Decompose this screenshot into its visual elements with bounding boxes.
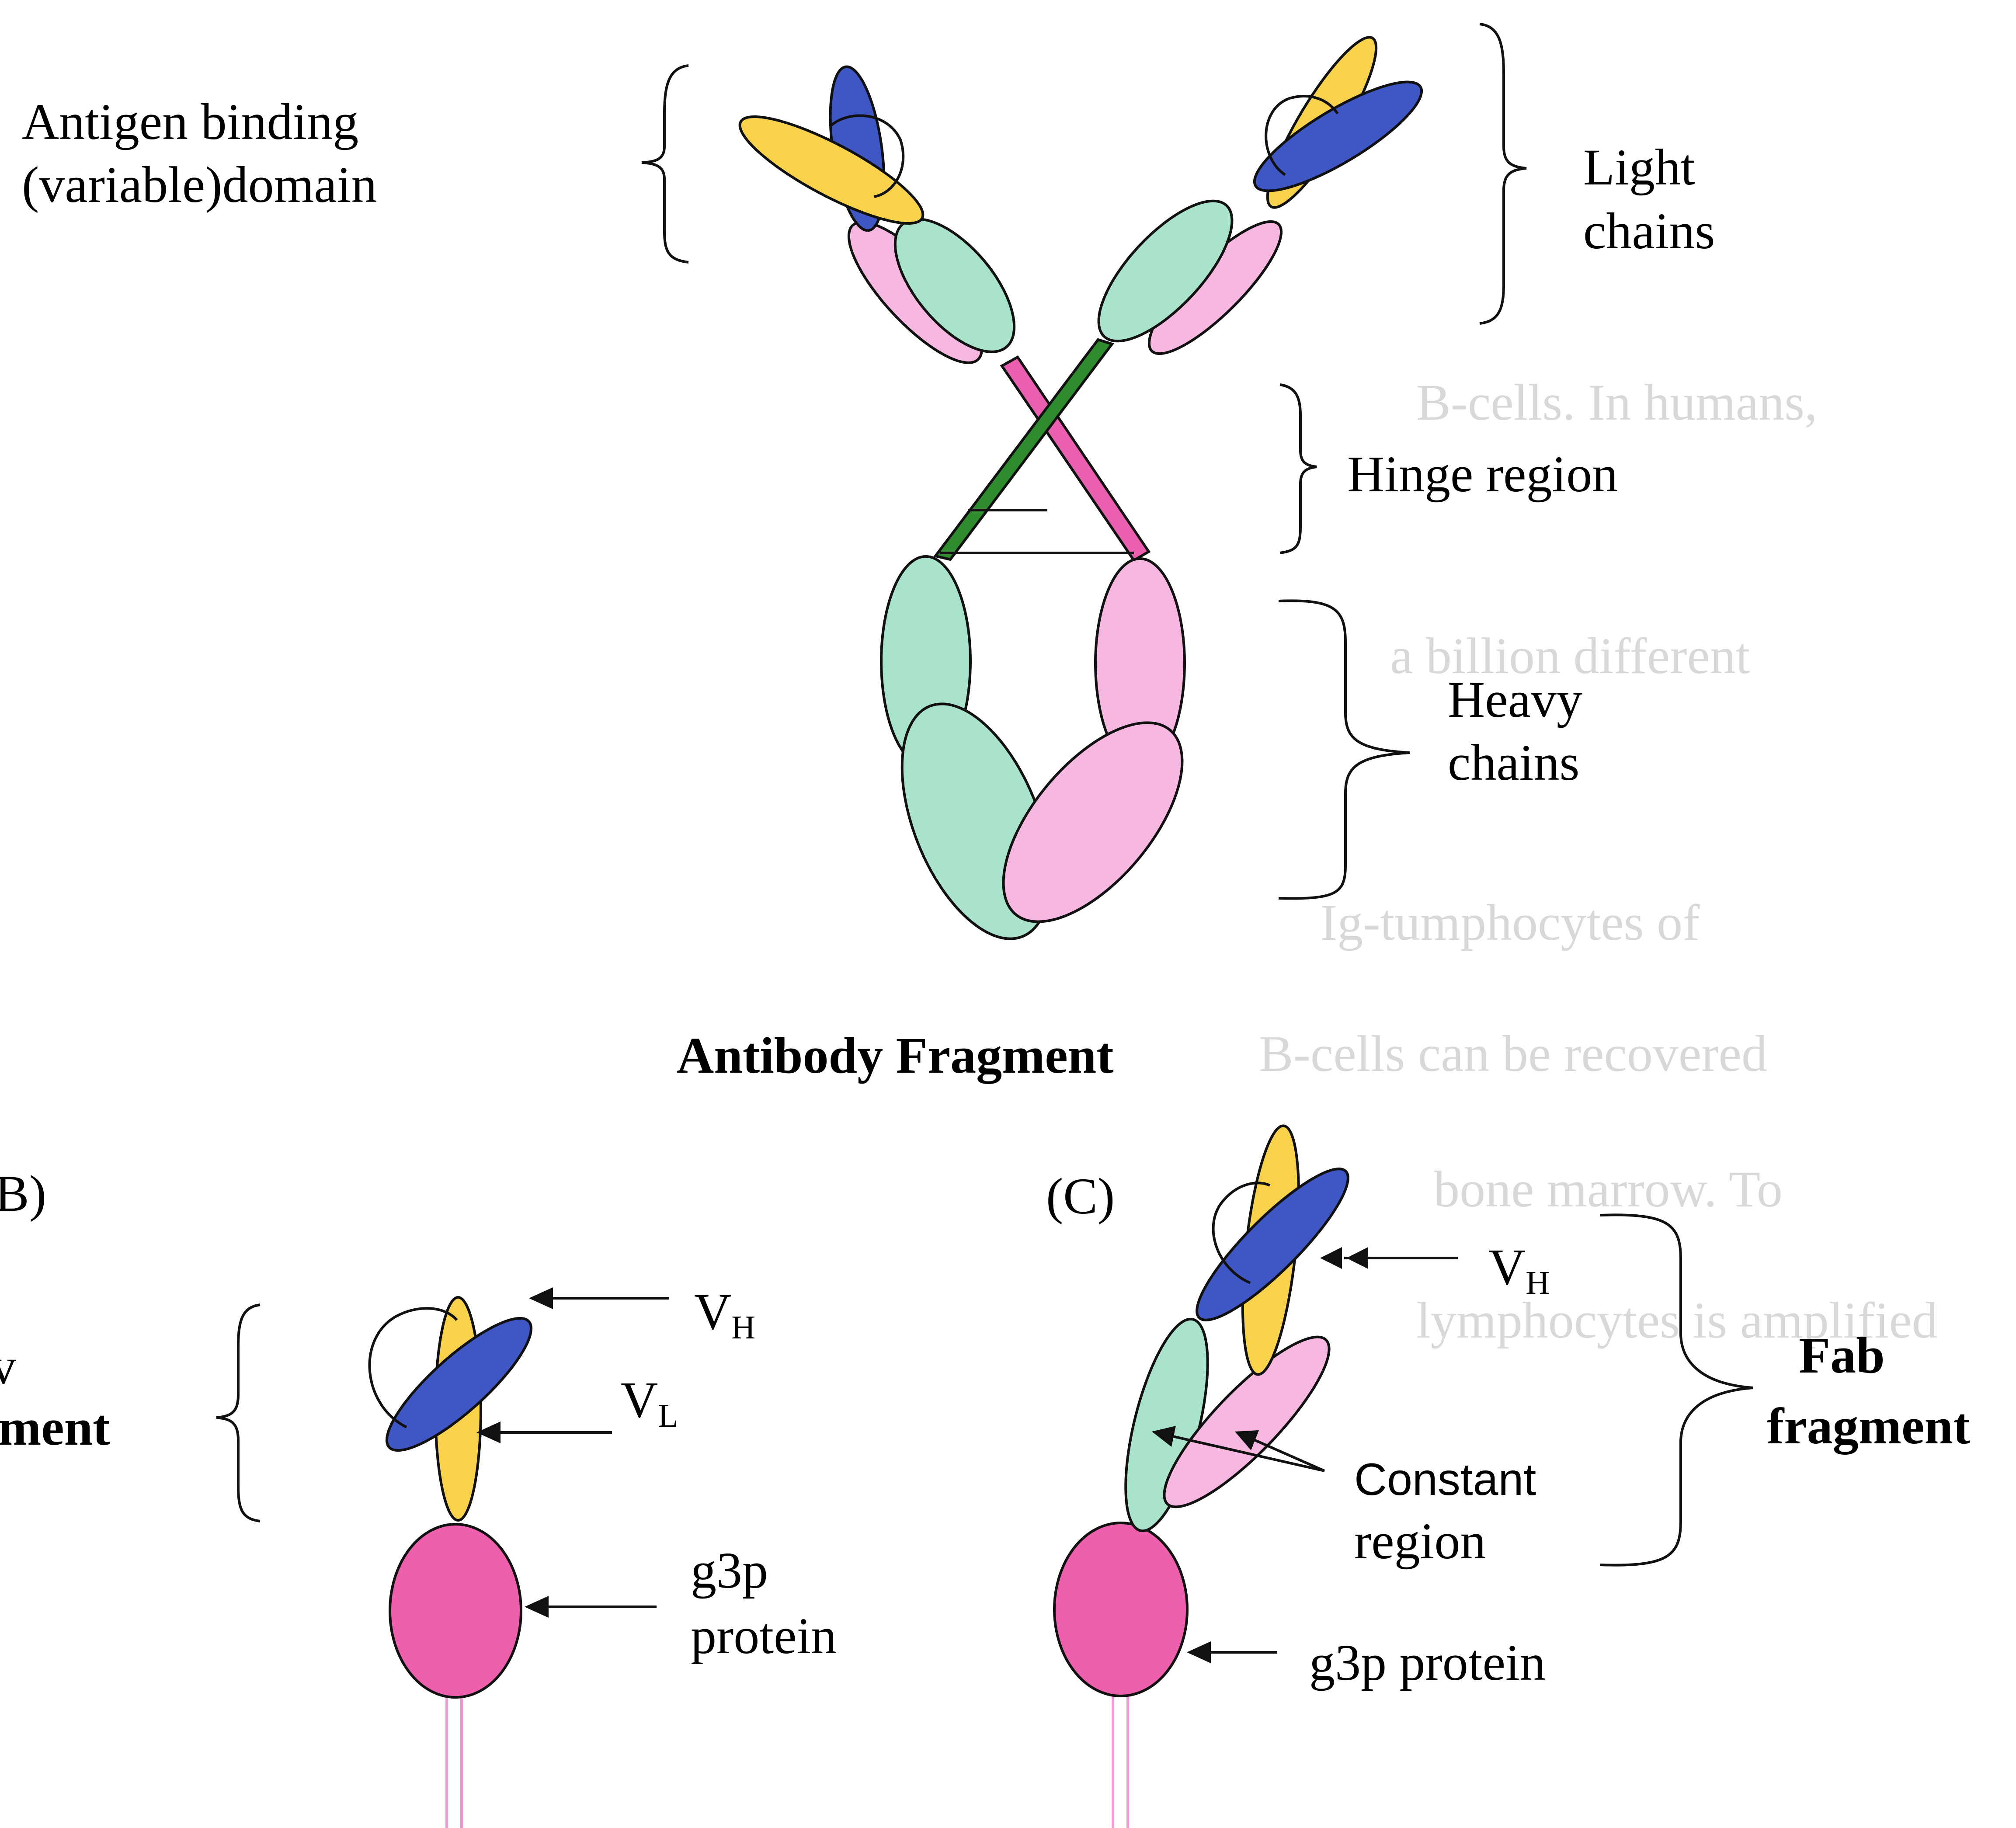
panel-c-g3p-arrowhead (1187, 1641, 1211, 1663)
hinge-region-brace (1280, 385, 1317, 553)
light-chains-label: Light (1583, 139, 1695, 196)
panel-b-g3p-protein (390, 1524, 521, 1697)
panel-c-constant-label: region (1354, 1512, 1486, 1570)
light-chains-label: chains (1583, 202, 1715, 260)
panel-b-scfv: B) v ment VH VL g3p protein (0, 1165, 837, 1828)
panel-b-title: ment (0, 1399, 110, 1456)
panel-c-constant-label: Constant (1354, 1454, 1536, 1505)
panel-c-fab: (C) VH Constant region g3p protein Fab f… (1046, 1123, 1970, 1828)
heavy-chains-label: chains (1448, 734, 1579, 791)
bg-text-line: bone marrow. To (1434, 1161, 1783, 1218)
panel-b-g3p-label: protein (691, 1607, 837, 1665)
panel-c-vh-label: VH (1488, 1238, 1550, 1301)
light-chains-brace (1480, 24, 1526, 323)
antigen-binding-label: Antigen binding (22, 93, 358, 150)
background-text: B-cells. In humans, a billion different … (1259, 374, 1938, 1349)
panel-b-vh-label: VH (694, 1283, 755, 1346)
bg-text-line: B-cells can be recovered (1259, 1025, 1767, 1082)
panel-b-vl-label: VL (621, 1371, 678, 1434)
panel-c-fab-title: Fab (1799, 1327, 1885, 1384)
panel-c-g3p-protein (1054, 1523, 1187, 1696)
panel-b-brace (216, 1305, 260, 1521)
hinge-region-label: Hinge region (1347, 445, 1618, 503)
bg-text-line: Ig-tumphocytes of (1320, 894, 1700, 951)
antibody-molecule (729, 26, 1434, 959)
panel-c-vh-arrowhead (1346, 1247, 1368, 1269)
panel-c-vh-arrowhead (1320, 1247, 1342, 1269)
panel-b-label: B) (0, 1165, 46, 1222)
bg-text-line: B-cells. In humans, (1416, 374, 1818, 431)
antigen-binding-brace (642, 66, 688, 262)
panel-c-fab-title: fragment (1767, 1397, 1970, 1455)
panel-b-g3p-arrowhead (525, 1596, 549, 1618)
panel-c-fab-brace (1600, 1215, 1753, 1565)
antibody-fragment-caption: Antibody Fragment (677, 1027, 1114, 1084)
panel-b-vh-arrowhead (529, 1287, 553, 1309)
heavy-chains-label: Heavy (1448, 671, 1582, 728)
panel-c-label: (C) (1046, 1168, 1115, 1225)
panel-c-constant-arrow (1250, 1438, 1324, 1471)
panel-b-title: v (0, 1338, 16, 1395)
panel-c-g3p-label: g3p protein (1309, 1634, 1546, 1691)
panel-b-g3p-label: g3p (691, 1542, 768, 1599)
antigen-binding-label: (variable)domain (22, 156, 377, 213)
